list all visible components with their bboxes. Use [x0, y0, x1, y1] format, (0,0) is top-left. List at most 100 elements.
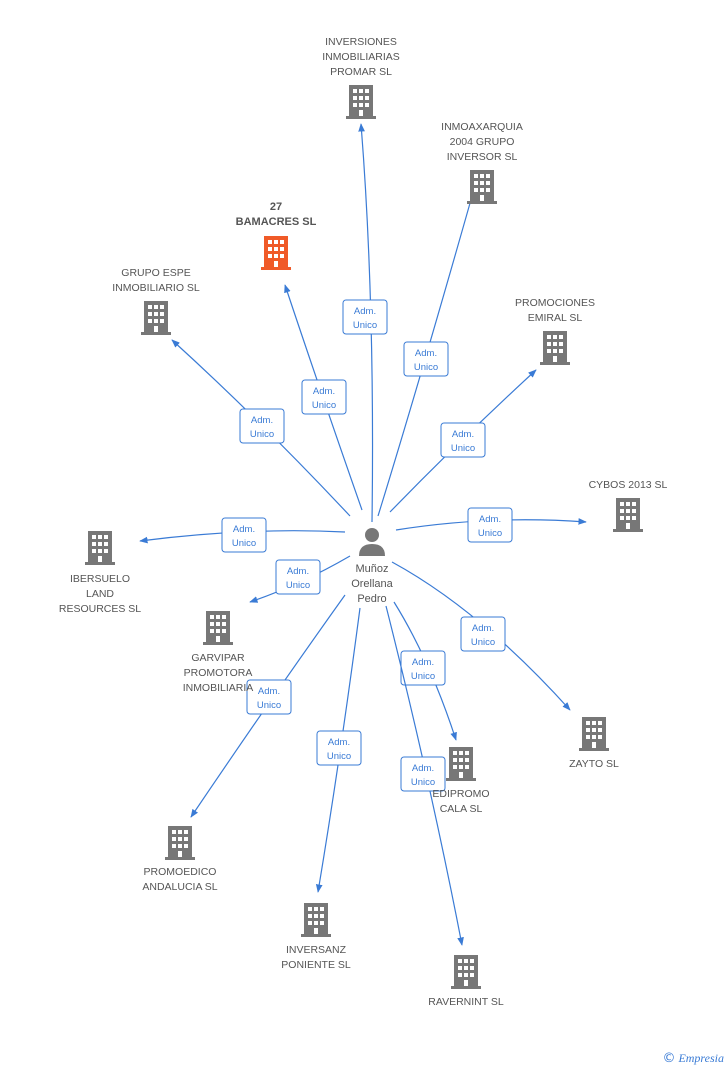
- company-name-line: INMOBILIARIAS: [322, 51, 400, 63]
- relation-label-line: Adm.: [233, 524, 255, 535]
- edge-inversanz: Adm.Unico: [315, 607, 362, 893]
- company-node-promociones-emiral[interactable]: PROMOCIONES EMIRAL SL: [515, 297, 595, 365]
- company-name-line: PROMOTORA: [184, 667, 253, 679]
- relation-badge-box: [239, 408, 285, 444]
- relation-badge-box: [221, 517, 267, 553]
- person-node[interactable]: Muñoz Orellana Pedro: [351, 528, 394, 605]
- relation-badge[interactable]: Adm. Unico: [400, 650, 446, 686]
- company-name-line: 27: [270, 201, 282, 213]
- edge-promoedico: Adm. Unico: [190, 594, 346, 818]
- company-name-line: LAND: [86, 588, 114, 600]
- relation-label-line: Adm.: [412, 763, 434, 774]
- relation-label-line: Unico: [257, 700, 281, 711]
- relation-badge-box: [246, 679, 292, 715]
- relation-label-line: Adm.: [412, 657, 434, 668]
- company-name-line: RESOURCES SL: [59, 603, 141, 615]
- relation-label-line: Unico: [411, 777, 435, 788]
- relation-label-line: Unico: [414, 362, 438, 373]
- relation-badge[interactable]: Adm. Unico: [246, 679, 292, 715]
- company-name-line: EDIPROMO: [432, 788, 489, 800]
- relation-badge-box: [342, 299, 388, 335]
- building-icon: [451, 955, 481, 989]
- relation-badge-box: [316, 730, 362, 766]
- relation-label-line: Adm.: [415, 348, 437, 359]
- relation-badge[interactable]: Adm.Unico: [239, 408, 285, 444]
- relation-label-line: Unico: [411, 671, 435, 682]
- relation-badge[interactable]: Adm. Unico: [342, 299, 388, 335]
- edge-garvipar: Adm.Unico: [249, 555, 351, 603]
- edge-bamacres: Adm. Unico: [284, 284, 363, 511]
- relation-badge[interactable]: Adm.Unico: [460, 616, 506, 652]
- edge-zayto: Adm. Unico: [391, 561, 571, 711]
- company-name-line: 2004 GRUPO: [450, 136, 515, 148]
- building-icon: [141, 301, 171, 335]
- person-name-line-2: Orellana: [351, 578, 393, 590]
- relation-badge-box: [440, 422, 486, 458]
- company-name-line: INMOBILIARIO SL: [112, 282, 200, 294]
- relation-badge[interactable]: Adm.Unico: [221, 517, 267, 553]
- relation-label-line: Adm.: [313, 386, 335, 397]
- company-name-line: INVERSANZ: [286, 944, 347, 956]
- edge-inmoaxarquia: Adm. Unico: [377, 181, 478, 517]
- building-icon: [579, 717, 609, 751]
- relation-label-line: Unico: [353, 320, 377, 331]
- company-name-line: EMIRAL SL: [528, 312, 583, 324]
- relation-badge[interactable]: Adm.Unico: [316, 730, 362, 766]
- relation-badge[interactable]: Adm.Unico: [275, 559, 321, 595]
- building-icon: [467, 170, 497, 204]
- edge-cybos-2013: Adm.Unico: [395, 507, 587, 543]
- company-name-line: CALA SL: [440, 803, 483, 815]
- relation-badge[interactable]: Adm. Unico: [440, 422, 486, 458]
- company-name-line: GARVIPAR: [191, 652, 245, 664]
- edge-grupo-espe: Adm. Unico: [171, 339, 351, 517]
- relation-label-line: Adm.: [452, 429, 474, 440]
- company-name-line: INVERSOR SL: [447, 151, 518, 163]
- building-icon: [446, 747, 476, 781]
- building-icon: [540, 331, 570, 365]
- relation-badge[interactable]: Adm. Unico: [400, 756, 446, 792]
- relation-label-line: Unico: [312, 400, 336, 411]
- edge-inversiones-promar: Adm. Unico: [342, 123, 388, 523]
- relation-badge-box: [460, 616, 506, 652]
- company-name-line: INMOBILIARIA: [183, 682, 254, 694]
- person-name-line-1: Muñoz: [355, 563, 388, 575]
- edge-ibersuelo: Adm.Unico: [139, 517, 346, 553]
- company-name-line: PONIENTE SL: [281, 959, 351, 971]
- relation-label-line: Adm.: [251, 415, 273, 426]
- relation-label-line: Unico: [451, 443, 475, 454]
- edge-promociones-emiral: Adm. Unico: [389, 369, 537, 513]
- relation-label-line: Adm.: [258, 686, 280, 697]
- company-name-line: INVERSIONES: [325, 36, 397, 48]
- company-name-line: PROMOCIONES: [515, 297, 595, 309]
- relation-label-line: Adm.: [472, 623, 494, 634]
- company-node-zayto[interactable]: ZAYTO SL: [569, 717, 619, 770]
- relation-label-line: Unico: [478, 528, 502, 539]
- company-node-garvipar[interactable]: GARVIPAR PROMOTORA INMOBILIARIA: [183, 611, 254, 694]
- company-node-inversanz[interactable]: INVERSANZ PONIENTE SL: [281, 903, 351, 971]
- building-icon: [261, 236, 291, 270]
- company-node-ravernint[interactable]: RAVERNINT SL: [428, 955, 504, 1008]
- footer-brand[interactable]: ©Empresia: [662, 1051, 724, 1066]
- relation-badge[interactable]: Adm.Unico: [467, 507, 513, 543]
- relation-badge[interactable]: Adm. Unico: [301, 379, 347, 415]
- company-node-edipromo[interactable]: EDIPROMO CALA SL: [432, 747, 490, 815]
- relation-badge-box: [301, 379, 347, 415]
- company-node-cybos-2013[interactable]: CYBOS 2013 SL: [589, 479, 668, 532]
- relation-badge-box: [400, 756, 446, 792]
- building-icon: [301, 903, 331, 937]
- relation-badge-box: [275, 559, 321, 595]
- relation-label-line: Unico: [286, 580, 310, 591]
- building-icon: [85, 531, 115, 565]
- relation-label-line: Adm.: [354, 306, 376, 317]
- relation-label-line: Adm.: [328, 737, 350, 748]
- relation-badge[interactable]: Adm. Unico: [403, 341, 449, 377]
- company-name-line: CYBOS 2013 SL: [589, 479, 668, 491]
